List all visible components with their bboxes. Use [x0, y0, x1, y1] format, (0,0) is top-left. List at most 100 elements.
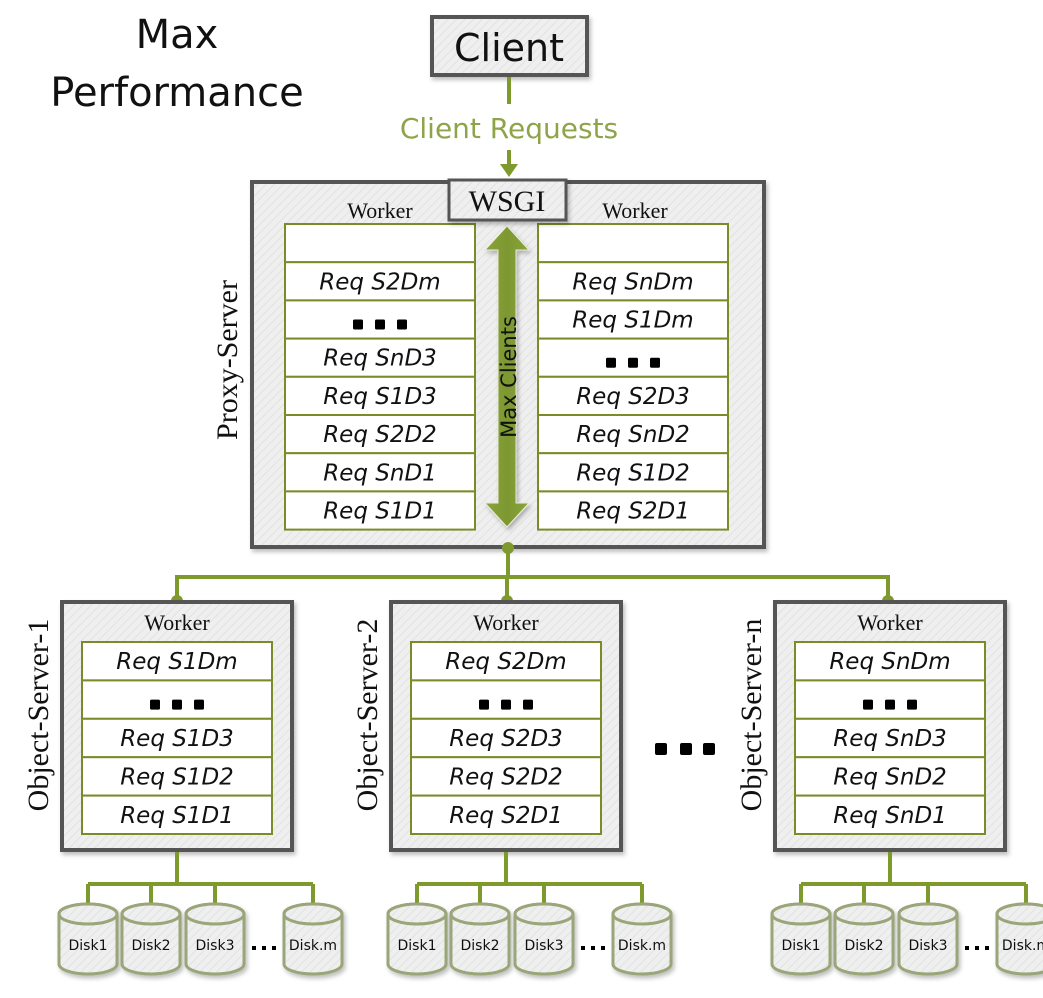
queue-row: Req S2Dm	[284, 261, 476, 302]
queue-ellipsis-row	[284, 299, 476, 340]
disk: Disk1	[770, 902, 832, 976]
disk: Disk3	[184, 902, 246, 976]
queue-row: Req SnD3	[794, 717, 986, 759]
disk-label: Disk1	[782, 938, 821, 954]
queue-row: Req S1Dm	[81, 641, 273, 682]
queue-row: Req SnDm	[537, 261, 729, 302]
request-label: Req SnDm	[829, 649, 950, 675]
ellipsis-dot	[885, 699, 895, 710]
disk: Disk.m	[611, 902, 673, 976]
disk: Disk.m	[282, 902, 344, 976]
ellipsis-dot	[150, 699, 160, 710]
disk-ellipsis-dot	[975, 946, 979, 950]
request-label: Req S1D3	[120, 726, 234, 752]
ellipsis-dot	[194, 699, 204, 710]
request-label: Req S2D1	[449, 803, 563, 829]
proxy-server-label: Proxy-Server	[211, 280, 244, 440]
disk-ellipsis-dot	[965, 946, 969, 950]
max-clients-label: Max Clients	[497, 316, 521, 438]
queue-ellipsis-row	[81, 679, 273, 720]
servers-ellipsis	[655, 743, 715, 755]
disk: Disk2	[449, 902, 511, 976]
disk-ellipsis-dot	[581, 946, 585, 950]
ellipsis-dot	[907, 699, 917, 710]
request-label: Req SnD1	[833, 803, 947, 829]
disk-label: Disk2	[132, 938, 171, 954]
request-label: Req SnD2	[833, 764, 947, 790]
queue-row: Req S1D2	[81, 756, 273, 797]
request-label: Req S1Dm	[572, 308, 693, 334]
ellipsis-dot	[353, 319, 363, 330]
ellipsis-dot	[375, 319, 385, 330]
queue-ellipsis-row	[410, 679, 602, 720]
queue-ellipsis-row	[794, 679, 986, 720]
queue-row: Req S2D2	[410, 756, 602, 797]
ellipsis-dot	[650, 357, 660, 368]
disk-label: Disk.m	[618, 938, 666, 954]
request-label: Req S2D2	[449, 764, 563, 790]
request-label: Req SnDm	[572, 269, 693, 295]
disk: Disk3	[897, 902, 959, 976]
title-line2: Performance	[50, 70, 303, 116]
proxy-worker-right-label: Worker	[602, 198, 668, 223]
wsgi-label: WSGI	[469, 185, 546, 218]
client-node: Client	[430, 15, 589, 77]
queue-empty-row	[284, 223, 476, 264]
request-label: Req S2D2	[323, 422, 437, 448]
queue-row: Req SnD1	[284, 452, 476, 493]
disk: Disk1	[386, 902, 448, 976]
object-server-label: Object-Server-n	[735, 619, 768, 812]
request-label: Req S1Dm	[116, 649, 237, 675]
ellipsis-dot	[501, 699, 511, 710]
disk: Disk.m	[995, 902, 1043, 976]
queue-row: Req S1D1	[81, 794, 273, 835]
queue-row: Req SnD2	[537, 414, 729, 455]
request-label: Req S1D1	[323, 499, 437, 525]
disk-ellipsis-dot	[985, 946, 989, 950]
wsgi-box	[447, 178, 568, 222]
queue-row: Req S1D2	[537, 452, 729, 493]
queue-row: Req S2D3	[537, 375, 729, 416]
queue-row: Req S2Dm	[410, 641, 602, 682]
worker-label: Worker	[473, 610, 539, 635]
queue-row: Req S2D2	[284, 414, 476, 455]
disk-label: Disk3	[525, 938, 564, 954]
ellipsis-dot	[863, 699, 873, 710]
disk-ellipsis-dot	[591, 946, 595, 950]
request-label: Req S2D3	[576, 384, 690, 410]
proxy-bus	[171, 542, 894, 607]
disk-ellipsis-dot	[272, 946, 276, 950]
disk: Disk2	[833, 902, 895, 976]
request-label: Req S2D1	[576, 499, 690, 525]
ellipsis-dot	[523, 699, 533, 710]
queue-row: Req SnD2	[794, 756, 986, 797]
queue-row: Req S2D3	[410, 717, 602, 759]
request-label: Req S1D3	[323, 384, 437, 410]
ellipsis-dot	[397, 319, 407, 330]
disk-label: Disk3	[196, 938, 235, 954]
disk-label: Disk.m	[289, 938, 337, 954]
disk-ellipsis-dot	[262, 946, 266, 950]
queue-row: Req S1D3	[284, 375, 476, 416]
disk-label: Disk2	[461, 938, 500, 954]
ellipsis-dot	[606, 357, 616, 368]
queue-row: Req SnDm	[794, 641, 986, 682]
request-label: Req S2Dm	[445, 649, 566, 675]
queue-row: Req SnD3	[284, 337, 476, 378]
queue-row: Req SnD1	[794, 794, 986, 835]
request-label: Req SnD1	[323, 460, 437, 486]
disk: Disk1	[57, 902, 119, 976]
max-clients-arrow	[483, 225, 531, 528]
disk-array: Disk1 Disk2 Disk3 Disk.m	[57, 852, 344, 976]
disk-ellipsis-dot	[601, 946, 605, 950]
request-arrow-head	[500, 164, 518, 177]
